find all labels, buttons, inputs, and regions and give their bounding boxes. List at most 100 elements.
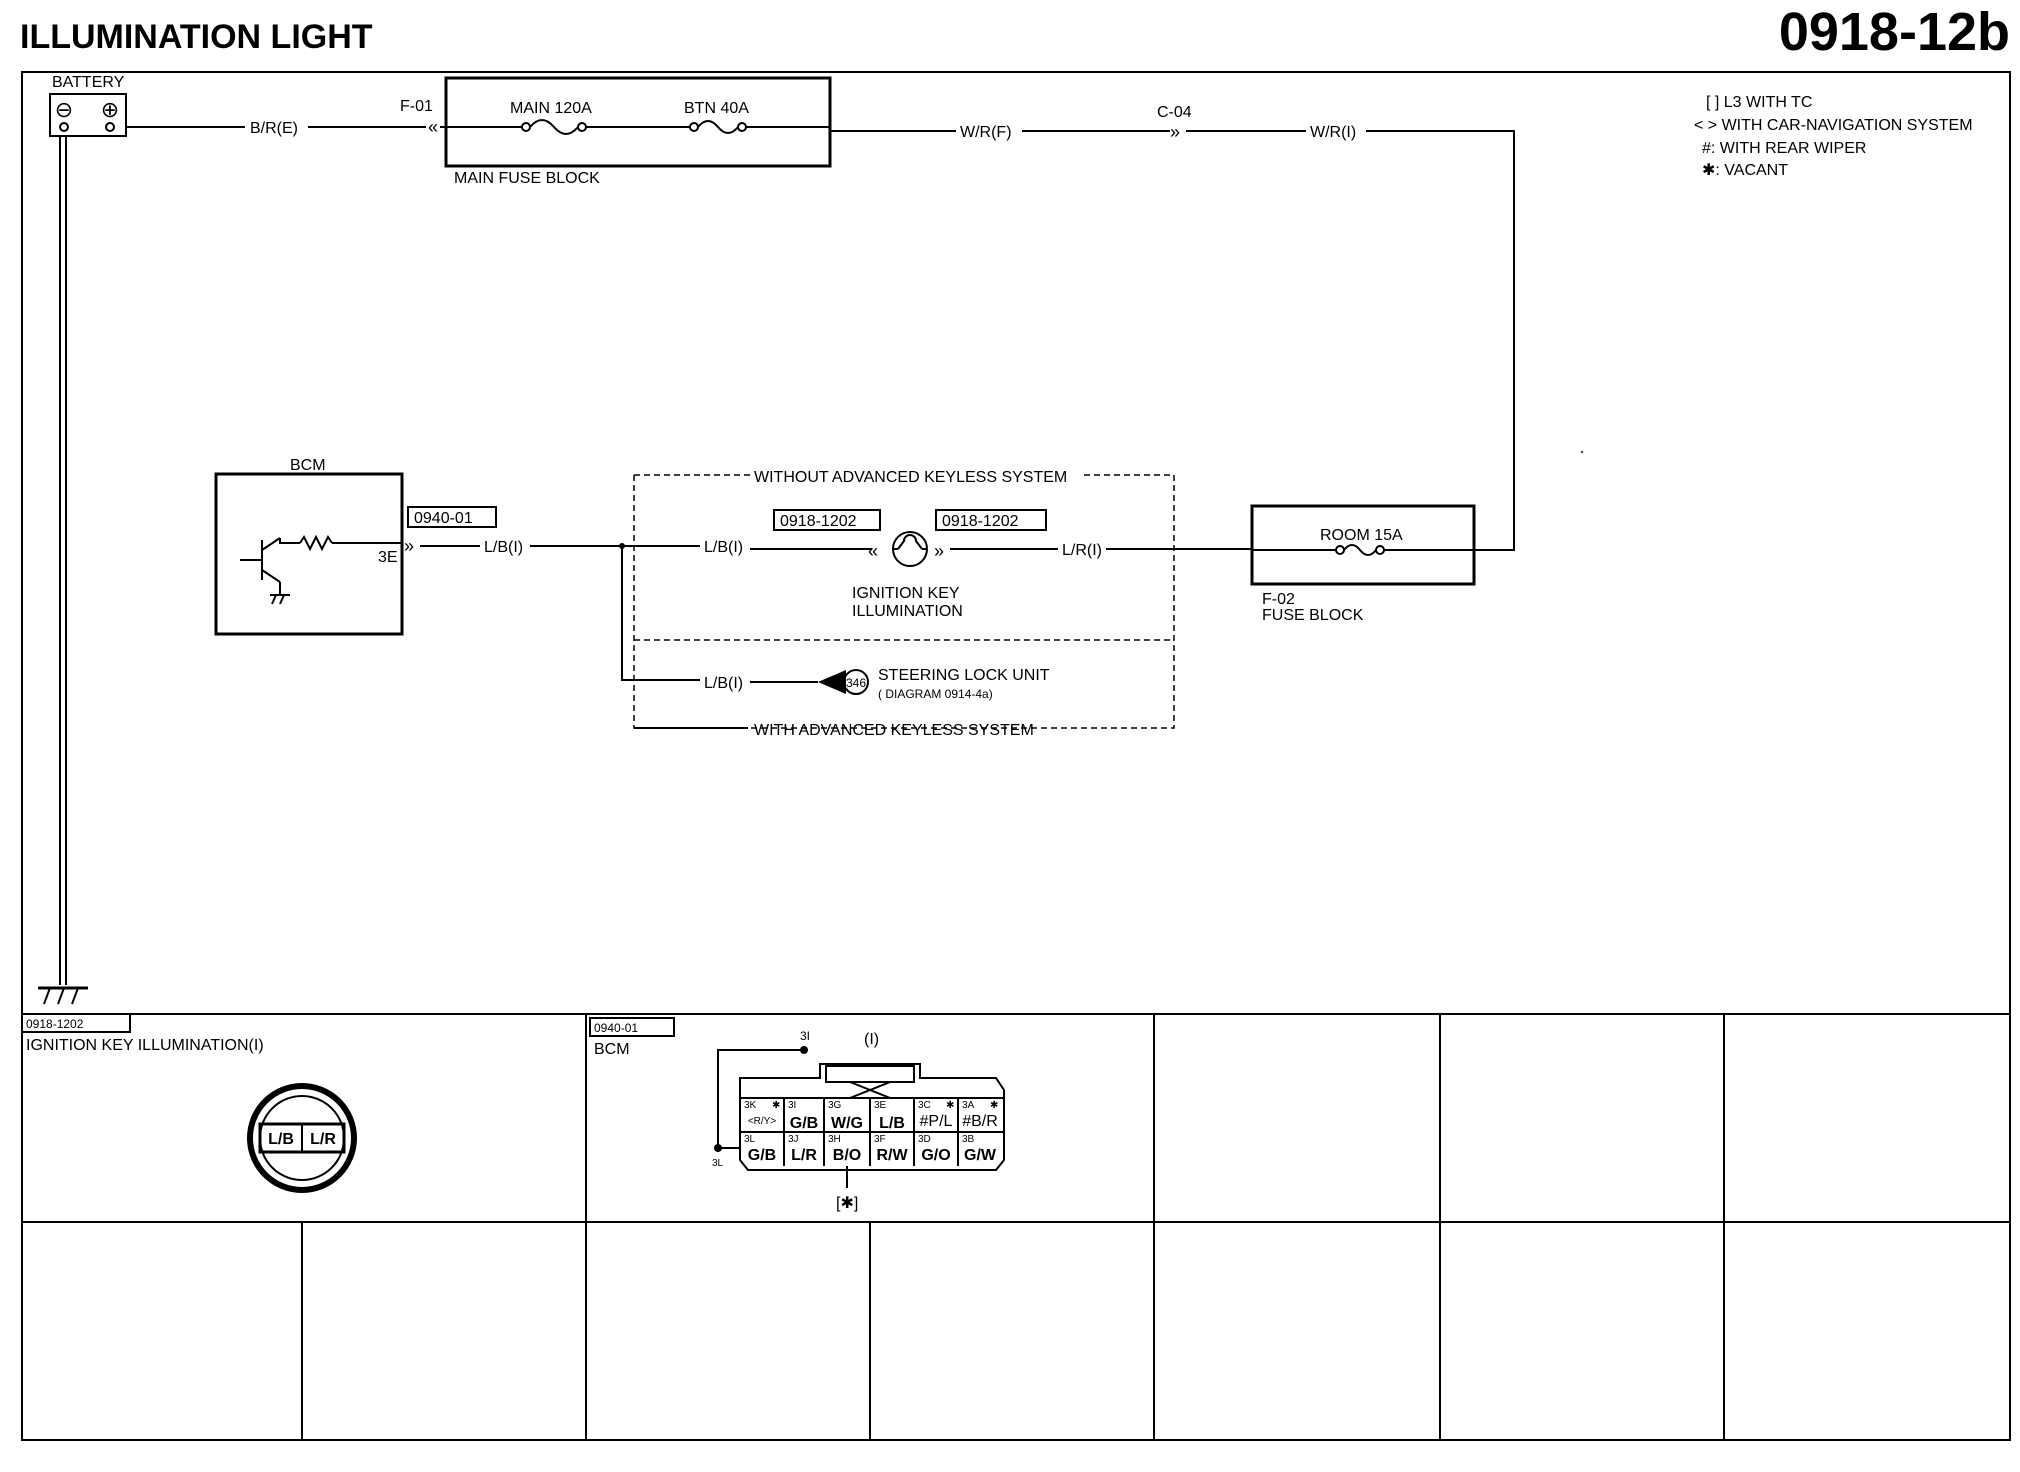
- pin-label: 3A: [962, 1100, 975, 1111]
- connector-chevron-icon: »: [934, 541, 944, 561]
- lamp-label: ILLUMINATION: [852, 603, 963, 620]
- legend-item: ✱: VACANT: [1702, 162, 1788, 179]
- connector-cell-bcm: 0940-01 BCM 3I (I) 3L 3K ✱ <R/Y> 3I G/B …: [589, 1017, 1005, 1212]
- pin-value: G/W: [964, 1147, 997, 1164]
- cell-tag-text: 0918-1202: [26, 1017, 84, 1031]
- pin-value: L/B: [879, 1115, 905, 1132]
- connector-f01: F-01: [400, 98, 433, 115]
- bcm-box: [214, 472, 404, 636]
- pin-value: #B/R: [962, 1113, 998, 1130]
- wire-label: L/B(I): [704, 539, 743, 556]
- pin-label: 3D: [918, 1134, 931, 1145]
- diagram-code: 0918-12b: [1779, 2, 2010, 62]
- fuse-label: ROOM 15A: [1320, 527, 1403, 544]
- wire-segment: [621, 546, 700, 681]
- lamp-filament-icon: [897, 534, 923, 550]
- main-fuse-block-label: MAIN FUSE BLOCK: [454, 170, 600, 187]
- pin-label: 3C: [918, 1100, 931, 1111]
- fuse-label: MAIN 120A: [510, 100, 592, 117]
- lamp-icon: [892, 531, 928, 567]
- connector-cell-ignition-key: 0918-1202 IGNITION KEY ILLUMINATION(I) L…: [21, 1013, 357, 1193]
- legend-item: #: WITH REAR WIPER: [1702, 140, 1866, 157]
- connector-chevron-icon: «: [428, 117, 438, 137]
- wire-label: W/R(F): [960, 124, 1012, 141]
- wire-label: L/B(I): [484, 539, 523, 556]
- battery-minus-icon: ⊖: [55, 97, 73, 122]
- battery-box: [49, 93, 127, 137]
- pin-value: W/G: [831, 1115, 863, 1132]
- pin-value: G/B: [790, 1115, 818, 1132]
- lamp-connector-tag: [935, 509, 1047, 531]
- pin-mark: ✱: [990, 1100, 998, 1111]
- diagram-ref-icon: [843, 669, 869, 695]
- connector-shape: [739, 1063, 1005, 1171]
- battery-label: BATTERY: [52, 74, 125, 91]
- steering-label: STEERING LOCK UNIT: [878, 667, 1050, 684]
- battery-plus-icon: ⊕: [101, 97, 119, 122]
- arrow-icon: [818, 670, 846, 694]
- battery-terminal: [59, 122, 69, 132]
- pin-label: 3I: [788, 1100, 796, 1111]
- pin-label: 3L: [744, 1134, 756, 1145]
- legend: [ ] L3 WITH TC < > WITH CAR-NAVIGATION S…: [1694, 94, 1973, 179]
- fuse-block-id: F-02: [1262, 591, 1295, 608]
- fuse-icon: [529, 119, 579, 135]
- wire-segment: [1366, 130, 1515, 551]
- pin-value: G/B: [748, 1147, 776, 1164]
- cell-title: BCM: [594, 1041, 630, 1058]
- pin-mark: ✱: [946, 1100, 954, 1111]
- cell-tag: [21, 1013, 131, 1033]
- page-title: ILLUMINATION LIGHT: [20, 18, 373, 56]
- diagram-frame: [21, 71, 2011, 1441]
- legend-item: < > WITH CAR-NAVIGATION SYSTEM: [1694, 117, 1973, 134]
- fuse-block-box: [1250, 504, 1476, 586]
- fuse-icon: [1343, 544, 1377, 556]
- connector-c04: C-04: [1157, 104, 1192, 121]
- bcm-label: BCM: [290, 457, 326, 474]
- pin-mark: (I): [864, 1031, 879, 1048]
- fuse-block-label: FUSE BLOCK: [1262, 607, 1364, 624]
- without-keyless-label: WITHOUT ADVANCED KEYLESS SYSTEM: [754, 469, 1067, 486]
- pin-label: 3E: [874, 1100, 887, 1111]
- cell-title: IGNITION KEY ILLUMINATION(I): [26, 1037, 264, 1054]
- connector-shape: [247, 1083, 357, 1193]
- pin-value: B/O: [833, 1147, 861, 1164]
- connector-pin: L/B: [268, 1131, 294, 1148]
- keyless-region: WITHOUT ADVANCED KEYLESS SYSTEM WITH ADV…: [633, 469, 1175, 739]
- wire-label: B/R(E): [250, 120, 298, 137]
- fuse-label: BTN 40A: [684, 100, 749, 117]
- pin-value: G/O: [921, 1147, 950, 1164]
- bcm-connector-tag: [407, 506, 497, 528]
- pin-value: R/W: [876, 1147, 908, 1164]
- main-fuse-block: MAIN 120A BTN 40A MAIN FUSE BLOCK: [444, 76, 832, 187]
- pin-value: #P/L: [920, 1113, 953, 1130]
- steering-diagram-ref: ( DIAGRAM 0914-4a): [878, 687, 993, 701]
- pin-label: 3I: [800, 1029, 810, 1043]
- legend-item: [ ] L3 WITH TC: [1706, 94, 1812, 111]
- resistor-icon: [299, 534, 333, 552]
- wire-label: L/R(I): [1062, 542, 1102, 559]
- connector-chevron-icon: »: [1170, 122, 1180, 142]
- lamp-connector-tag: [773, 509, 881, 531]
- pin-label: 3G: [828, 1100, 842, 1111]
- battery-terminal: [105, 122, 115, 132]
- lamp-connector-tag-text: 0918-1202: [780, 513, 857, 530]
- fuse-icon: [697, 120, 739, 134]
- steering-ref: 346: [846, 676, 866, 690]
- connector-pin: L/R: [310, 1131, 336, 1148]
- pin-mark: [✱]: [836, 1195, 858, 1212]
- battery: BATTERY ⊖ ⊕: [49, 74, 127, 137]
- main-fuse-block-box: [444, 76, 832, 168]
- pin-label: 3J: [788, 1134, 799, 1145]
- cell-tag-text: 0940-01: [594, 1021, 638, 1035]
- pin-label: 3L: [712, 1158, 724, 1169]
- speck: [1581, 451, 1583, 453]
- cell-tag: [589, 1017, 675, 1037]
- lamp-connector-tag-text: 0918-1202: [942, 513, 1019, 530]
- pin-label: 3H: [828, 1134, 841, 1145]
- pin-value: <R/Y>: [748, 1116, 777, 1127]
- pin-value: L/R: [791, 1147, 817, 1164]
- connector-grid: [22, 1013, 2010, 1440]
- lamp-label: IGNITION KEY: [852, 585, 960, 602]
